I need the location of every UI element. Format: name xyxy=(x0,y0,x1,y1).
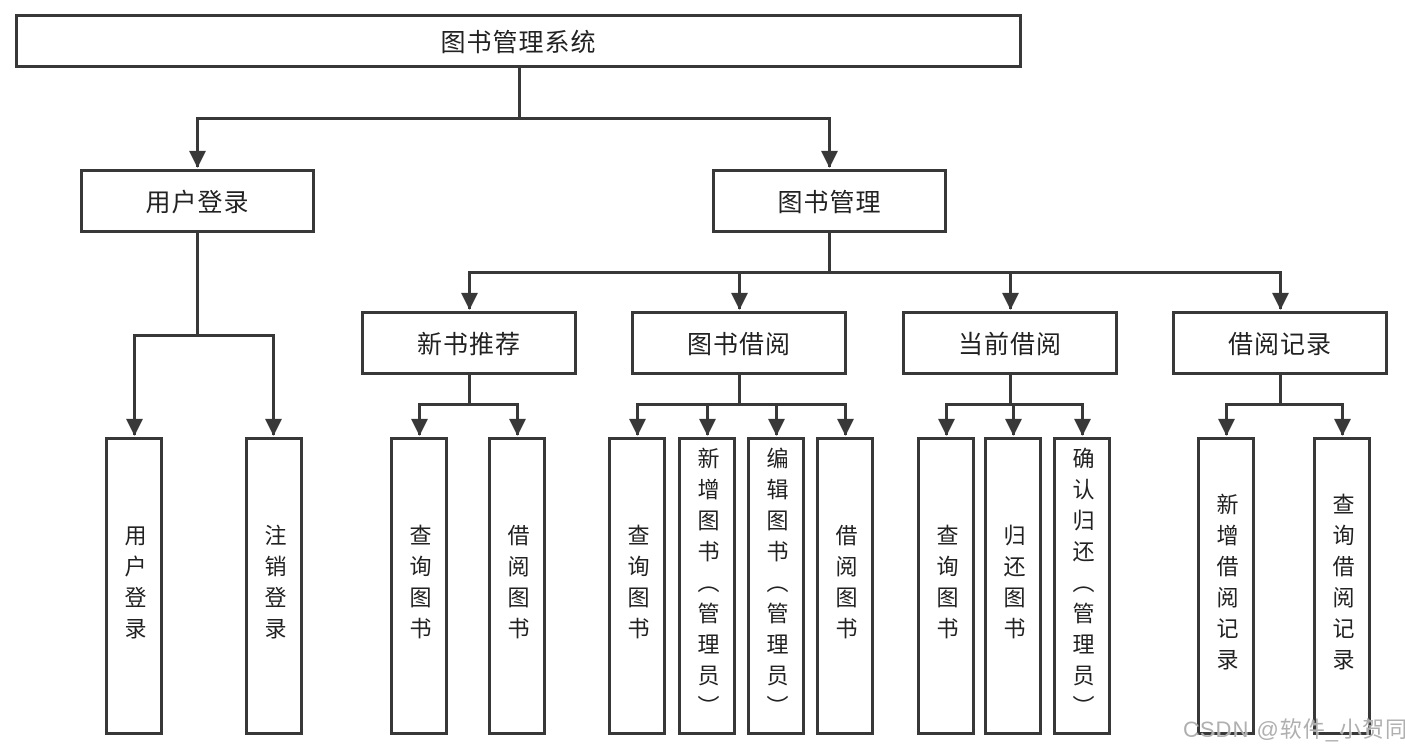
node-label: 查询图书 xyxy=(624,524,650,648)
leaf-confirm-return-admin: 确认归还（管理员） xyxy=(1053,437,1111,735)
node-label: 注销登录 xyxy=(261,524,287,648)
node-label: 用户登录 xyxy=(145,189,250,217)
node-new-book-recommendation: 新书推荐 xyxy=(361,311,577,375)
node-label: 确认归还（管理员） xyxy=(1069,446,1095,726)
node-book-borrowing: 图书借阅 xyxy=(631,311,847,375)
node-book-management: 图书管理 xyxy=(712,169,947,233)
connector-currentborrow-bar xyxy=(946,375,1083,406)
node-label: 图书管理 xyxy=(777,189,882,217)
connector-root-bar xyxy=(197,68,830,120)
connector-bookborrow-bar xyxy=(637,375,846,406)
node-label: 查询图书 xyxy=(933,524,959,648)
node-label: 新增图书（管理员） xyxy=(694,446,720,726)
connector-newbooks-bar xyxy=(419,375,518,406)
leaf-return-books: 归还图书 xyxy=(984,437,1042,735)
node-label: 归还图书 xyxy=(1000,524,1026,648)
node-label: 编辑图书（管理员） xyxy=(763,446,789,726)
node-label: 用户登录 xyxy=(121,524,147,648)
leaf-borrow-books-newbooks: 借阅图书 xyxy=(488,437,546,735)
node-borrowing-records: 借阅记录 xyxy=(1172,311,1388,375)
leaf-add-books-admin: 新增图书（管理员） xyxy=(678,437,736,735)
connector-bookmgmt-bar xyxy=(469,233,1281,274)
node-current-borrowing: 当前借阅 xyxy=(902,311,1118,375)
node-label: 查询图书 xyxy=(406,524,432,648)
leaf-borrow-books: 借阅图书 xyxy=(816,437,874,735)
leaf-edit-books-admin: 编辑图书（管理员） xyxy=(747,437,805,735)
node-label: 新增借阅记录 xyxy=(1213,493,1239,679)
node-library-management-system: 图书管理系统 xyxy=(15,14,1022,68)
connector-userlogin-bar xyxy=(134,233,274,337)
node-label: 查询借阅记录 xyxy=(1329,493,1355,679)
leaf-add-borrow-record: 新增借阅记录 xyxy=(1197,437,1255,735)
leaf-user-login: 用户登录 xyxy=(105,437,163,735)
node-label: 图书借阅 xyxy=(686,331,791,359)
csdn-watermark: CSDN @软件_小贺同学 xyxy=(1183,717,1405,742)
connector-borrowrecords-bar xyxy=(1226,375,1343,406)
node-label: 当前借阅 xyxy=(957,331,1062,359)
node-label: 新书推荐 xyxy=(416,331,521,359)
leaf-logout: 注销登录 xyxy=(245,437,303,735)
leaf-query-books-borrow: 查询图书 xyxy=(608,437,666,735)
node-label: 图书管理系统 xyxy=(440,29,597,57)
node-label: 借阅图书 xyxy=(504,524,530,648)
leaf-query-books-current: 查询图书 xyxy=(917,437,975,735)
leaf-query-books-newbooks: 查询图书 xyxy=(390,437,448,735)
node-label: 借阅图书 xyxy=(832,524,858,648)
leaf-query-borrow-record: 查询借阅记录 xyxy=(1313,437,1371,735)
node-label: 借阅记录 xyxy=(1227,331,1332,359)
node-user-login: 用户登录 xyxy=(80,169,315,233)
